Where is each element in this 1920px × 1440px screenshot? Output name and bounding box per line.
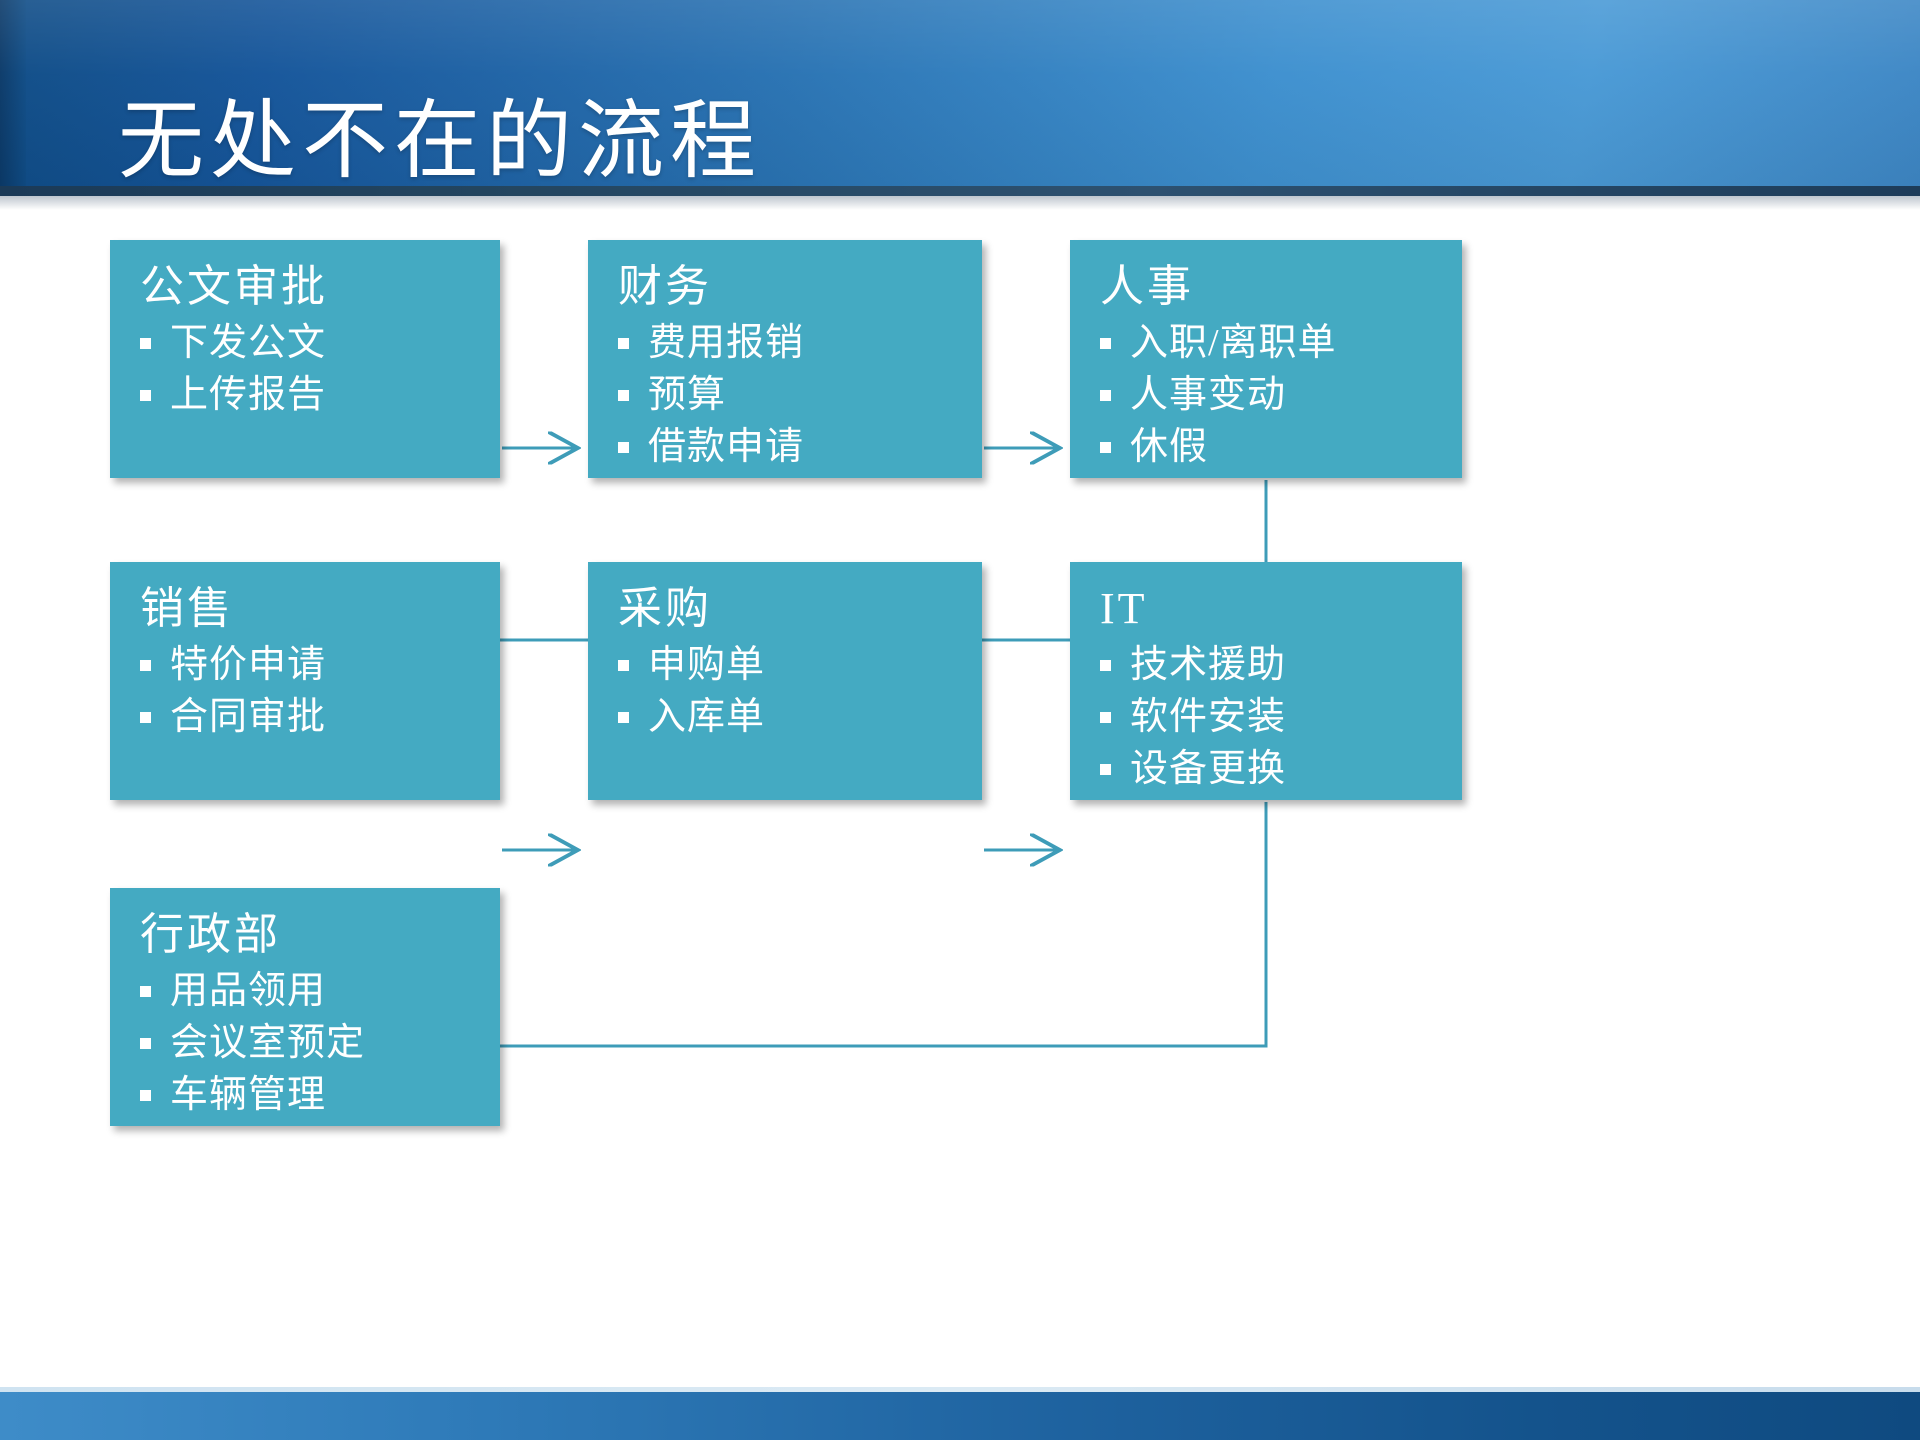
banner-drop-shadow <box>0 196 1920 210</box>
process-box-item-label: 预算 <box>648 374 727 417</box>
process-box-item-label: 技术援助 <box>1130 644 1287 687</box>
process-box-title: 采购 <box>618 584 712 633</box>
process-box-item: 软件安装 <box>1100 691 1436 743</box>
process-box-item: 用品领用 <box>140 965 474 1017</box>
process-box-item-label: 借款申请 <box>648 426 805 469</box>
process-box-item: 特价申请 <box>140 639 474 691</box>
process-box-item-label: 合同审批 <box>170 696 327 739</box>
banner-bottom-rule <box>0 186 1920 196</box>
process-box-xingzhengbu[interactable]: 行政部用品领用会议室预定车辆管理 <box>110 888 500 1126</box>
bullet-square-icon <box>1100 660 1111 672</box>
process-box-item: 会议室预定 <box>140 1017 474 1069</box>
process-box-item-list: 费用报销预算借款申请 <box>618 317 956 473</box>
process-box-title: IT <box>1100 584 1148 633</box>
process-box-item-label: 设备更换 <box>1130 748 1287 791</box>
bullet-square-icon <box>618 338 629 350</box>
process-box-gongwen-shenpi[interactable]: 公文审批下发公文上传报告 <box>110 240 500 478</box>
process-box-item-list: 下发公文上传报告 <box>140 317 474 421</box>
process-box-item-list: 入职/离职单人事变动休假 <box>1100 317 1436 473</box>
process-box-item: 预算 <box>618 369 956 421</box>
process-box-item-list: 申购单入库单 <box>618 639 956 743</box>
process-box-item-label: 会议室预定 <box>170 1022 366 1065</box>
bullet-square-icon <box>1100 764 1111 776</box>
process-box-title: 财务 <box>618 262 712 311</box>
process-box-item: 入职/离职单 <box>1100 317 1436 369</box>
connector-it-to-xingzheng <box>378 802 1268 1098</box>
process-box-item: 下发公文 <box>140 317 474 369</box>
process-box-item-label: 下发公文 <box>170 322 327 365</box>
bullet-square-icon <box>618 712 629 724</box>
process-box-item-list: 用品领用会议室预定车辆管理 <box>140 965 474 1121</box>
process-box-item: 入库单 <box>618 691 956 743</box>
bullet-square-icon <box>140 1090 151 1102</box>
bullet-square-icon <box>618 390 629 402</box>
bullet-square-icon <box>1100 390 1111 402</box>
process-box-caiwu[interactable]: 财务费用报销预算借款申请 <box>588 240 982 478</box>
process-box-item-label: 入库单 <box>648 696 766 739</box>
page-title: 无处不在的流程 <box>118 92 762 189</box>
bullet-square-icon <box>140 660 151 672</box>
process-box-item: 人事变动 <box>1100 369 1436 421</box>
bullet-square-icon <box>618 660 629 672</box>
process-box-title: 人事 <box>1100 262 1194 311</box>
process-box-item: 技术援助 <box>1100 639 1436 691</box>
process-box-item-label: 入职/离职单 <box>1130 322 1337 365</box>
bullet-square-icon <box>1100 338 1111 350</box>
process-box-item: 费用报销 <box>618 317 956 369</box>
process-box-title: 行政部 <box>140 910 281 959</box>
process-box-item: 上传报告 <box>140 369 474 421</box>
process-box-xiaoshou[interactable]: 销售特价申请合同审批 <box>110 562 500 800</box>
process-box-item: 申购单 <box>618 639 956 691</box>
bullet-square-icon <box>140 390 151 402</box>
bullet-square-icon <box>1100 442 1111 454</box>
process-box-item-label: 上传报告 <box>170 374 327 417</box>
process-box-renshi[interactable]: 人事入职/离职单人事变动休假 <box>1070 240 1462 478</box>
bullet-square-icon <box>140 986 151 998</box>
bullet-square-icon <box>618 442 629 454</box>
process-box-item-label: 申购单 <box>648 644 766 687</box>
banner-left-edge <box>0 0 26 196</box>
bullet-square-icon <box>140 338 151 350</box>
process-box-item-label: 费用报销 <box>648 322 805 365</box>
process-box-item-list: 技术援助软件安装设备更换 <box>1100 639 1436 795</box>
process-box-item: 休假 <box>1100 421 1436 473</box>
process-box-title: 销售 <box>140 584 234 633</box>
footer-bar <box>0 1392 1920 1440</box>
process-box-item-label: 用品领用 <box>170 970 327 1013</box>
bullet-square-icon <box>140 1038 151 1050</box>
process-box-title: 公文审批 <box>140 262 328 311</box>
process-box-item-label: 车辆管理 <box>170 1074 327 1117</box>
process-box-item: 车辆管理 <box>140 1069 474 1121</box>
process-box-it[interactable]: IT 技术援助软件安装设备更换 <box>1070 562 1462 800</box>
footer-rule <box>0 1387 1920 1392</box>
process-box-item: 借款申请 <box>618 421 956 473</box>
process-box-item-list: 特价申请合同审批 <box>140 639 474 743</box>
process-box-caigou[interactable]: 采购申购单入库单 <box>588 562 982 800</box>
process-box-item-label: 休假 <box>1130 426 1209 469</box>
process-box-item: 设备更换 <box>1100 743 1436 795</box>
bullet-square-icon <box>1100 712 1111 724</box>
process-box-item-label: 特价申请 <box>170 644 327 687</box>
process-box-item-label: 软件安装 <box>1130 696 1287 739</box>
bullet-square-icon <box>140 712 151 724</box>
process-box-item-label: 人事变动 <box>1130 374 1287 417</box>
process-box-item: 合同审批 <box>140 691 474 743</box>
